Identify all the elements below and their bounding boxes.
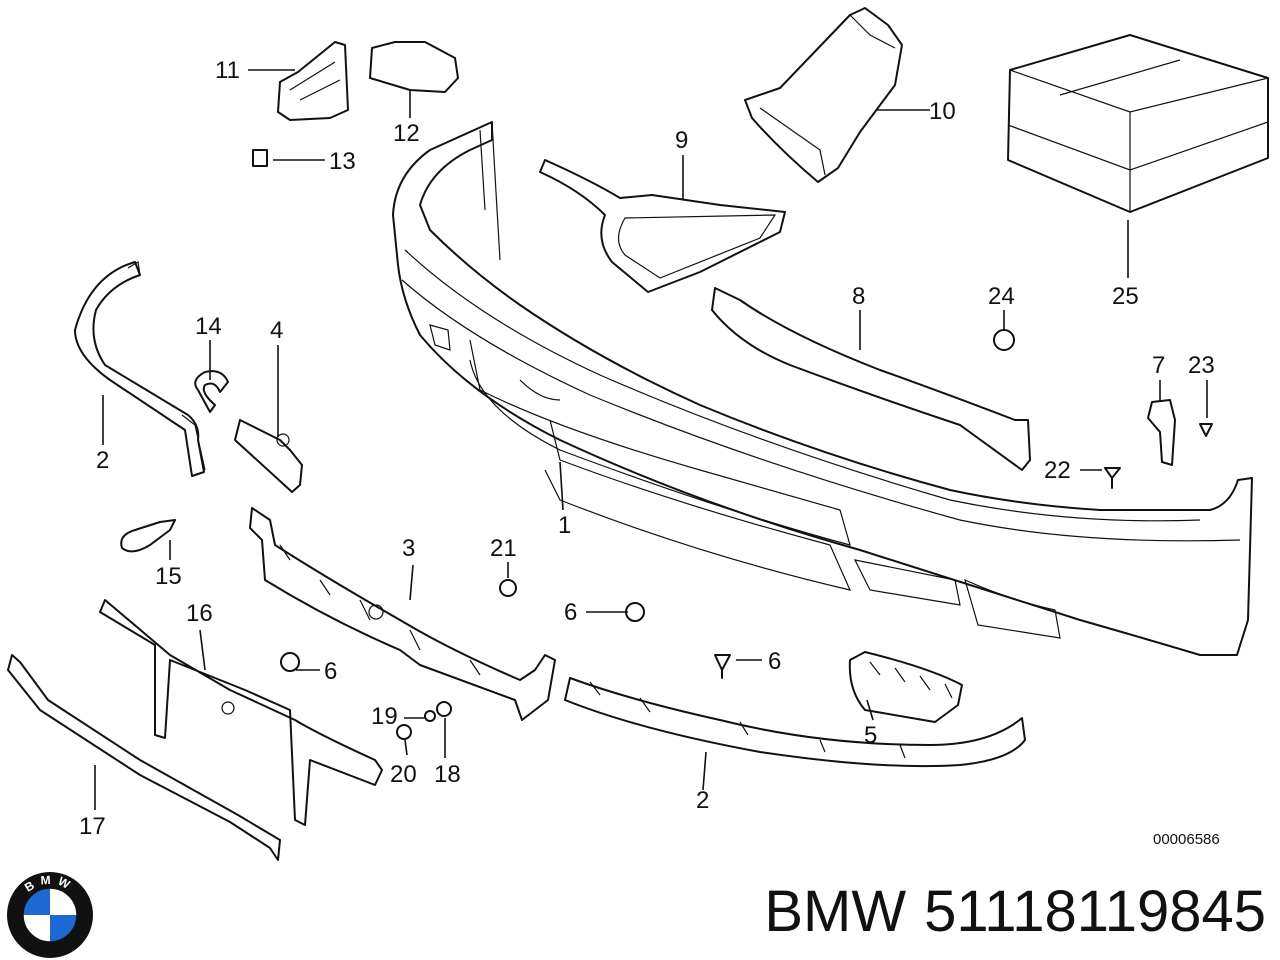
leader-lines xyxy=(94,69,1208,810)
callout-5: 5 xyxy=(864,722,877,749)
callout-19: 19 xyxy=(371,703,398,730)
callout-24: 24 xyxy=(988,283,1015,310)
fastener-19 xyxy=(424,710,436,722)
callout-15: 15 xyxy=(155,563,182,590)
callout-1: 1 xyxy=(558,512,571,539)
part-2-left-trim-strip xyxy=(74,261,206,477)
part-11-bracket xyxy=(277,41,349,121)
fastener-6a xyxy=(625,602,645,622)
callout-6-b: 6 xyxy=(324,658,337,685)
callout-25: 25 xyxy=(1112,283,1139,310)
callout-16: 16 xyxy=(186,600,213,627)
callout-23: 23 xyxy=(1188,352,1215,379)
part-12-bracket xyxy=(369,41,459,93)
callout-18: 18 xyxy=(434,761,461,788)
callout-6-c: 6 xyxy=(768,648,781,675)
callout-11: 11 xyxy=(215,57,240,84)
callout-4: 4 xyxy=(270,317,283,344)
part-9-mounting-frame xyxy=(539,159,786,293)
callout-2-bottom: 2 xyxy=(696,787,709,814)
part-25-foam-absorber xyxy=(1007,34,1269,213)
callout-13: 13 xyxy=(329,148,356,175)
part-10-air-duct xyxy=(744,7,903,183)
callout-2-left: 2 xyxy=(96,447,109,474)
callout-9: 9 xyxy=(675,127,688,154)
fastener-23 xyxy=(1199,423,1213,437)
bmw-logo: BMW xyxy=(7,872,93,958)
callout-12: 12 xyxy=(393,120,420,147)
fastener-21 xyxy=(499,579,517,597)
part-1-bumper-cover xyxy=(392,121,1253,656)
logo-blue-quadrant-2 xyxy=(50,915,77,942)
callout-21: 21 xyxy=(490,535,517,562)
callout-8: 8 xyxy=(852,283,865,310)
part-16-carrier xyxy=(99,599,383,826)
fastener-20 xyxy=(396,724,412,740)
fastener-6c xyxy=(714,654,731,679)
diagram-reference-code: 00006586 xyxy=(1153,831,1220,848)
logo-blue-quadrant-1 xyxy=(23,888,50,915)
callout-3: 3 xyxy=(402,535,415,562)
part-15-tow-eye xyxy=(120,519,176,553)
callout-14: 14 xyxy=(195,313,222,340)
part-8-grille-insert xyxy=(711,287,1031,471)
fastener-22 xyxy=(1104,467,1121,489)
callout-6-a: 6 xyxy=(564,599,577,626)
fastener-6b xyxy=(280,652,300,672)
callout-7: 7 xyxy=(1152,352,1165,379)
callout-labels: 1 2 2 3 4 5 6 6 6 7 8 9 10 11 12 13 14 1… xyxy=(79,57,1215,840)
part-5-grille-insert xyxy=(848,651,963,723)
caption-brand: BMW xyxy=(764,879,907,944)
part-3-center-bracket xyxy=(249,507,556,721)
callout-17: 17 xyxy=(79,813,106,840)
fastener-18 xyxy=(436,701,452,717)
part-14-hook-clip xyxy=(194,370,229,413)
caption-part-number: 51118119845 xyxy=(924,879,1266,944)
part-caption: BMW 51118119845 xyxy=(764,878,1266,945)
part-4-clip xyxy=(234,419,303,493)
callout-20: 20 xyxy=(390,761,417,788)
part-7-side-bracket xyxy=(1147,399,1176,466)
part-2-lower-trim-strip xyxy=(564,677,1026,768)
part-17-lower-strip xyxy=(7,654,281,861)
callout-22: 22 xyxy=(1044,457,1071,484)
fastener-24 xyxy=(993,329,1015,351)
part-13-clip xyxy=(252,149,268,167)
callout-10: 10 xyxy=(929,98,956,125)
